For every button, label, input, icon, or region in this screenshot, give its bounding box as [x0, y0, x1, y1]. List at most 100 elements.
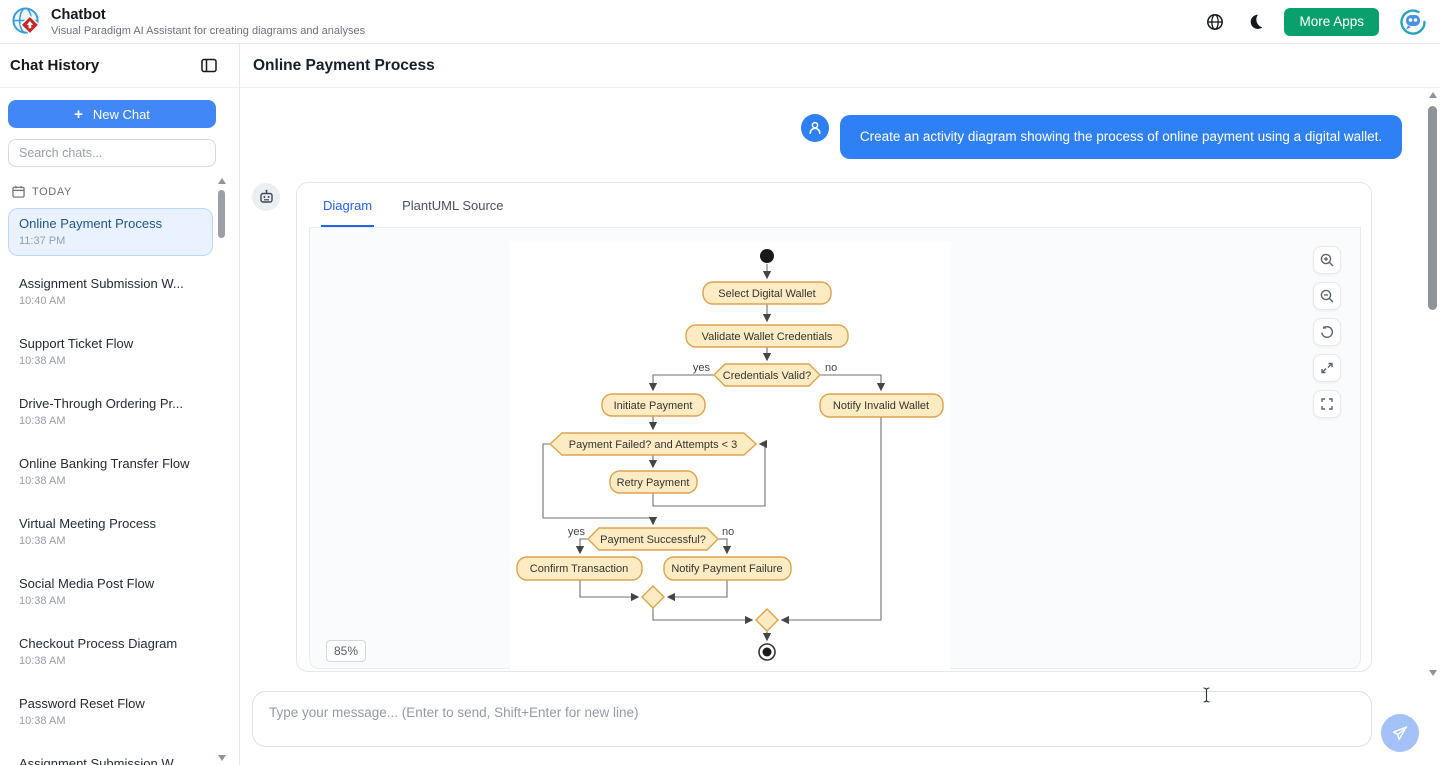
edge-no-notify-invalid: [820, 374, 886, 392]
diagram-result-card: Diagram PlantUML Source: [296, 182, 1372, 672]
edge-confirm-merge: [579, 580, 640, 602]
history-section-header: TODAY: [12, 185, 216, 198]
panel-toggle-icon: [201, 58, 217, 73]
diagram-toolbar: [1313, 246, 1341, 418]
dark-mode-button[interactable]: [1244, 11, 1266, 33]
search-chats-input[interactable]: [8, 139, 216, 167]
collapse-sidebar-button[interactable]: [201, 58, 217, 73]
chat-history-item[interactable]: Support Ticket Flow 10:38 AM: [19, 336, 134, 367]
zoom-in-button[interactable]: [1313, 246, 1341, 274]
node-label: Notify Payment Failure: [671, 563, 782, 575]
sidebar-scrollbar[interactable]: [216, 178, 228, 763]
node-label: Credentials Valid?: [723, 370, 811, 382]
chat-history-item[interactable]: Social Media Post Flow 10:38 AM: [19, 576, 155, 607]
app-title: Chatbot: [51, 6, 106, 23]
app-subtitle: Visual Paradigm AI Assistant for creatin…: [51, 24, 366, 37]
chat-messages-area: Create an activity diagram showing the p…: [240, 88, 1426, 680]
node-label: Select Digital Wallet: [718, 288, 815, 300]
edge-merge-finalmerge: [652, 608, 754, 625]
language-globe-button[interactable]: [1204, 11, 1226, 33]
reset-view-button[interactable]: [1313, 318, 1341, 346]
branch-label-yes: yes: [568, 526, 586, 538]
account-avatar[interactable]: [1397, 6, 1428, 37]
edge-yes-confirm: [575, 538, 588, 555]
sidebar-header: Chat History: [0, 44, 239, 88]
start-node: [760, 249, 774, 263]
conversation-header: Online Payment Process: [240, 44, 1440, 88]
decision-payment-failed: [548, 432, 758, 456]
calendar-icon: [12, 185, 25, 198]
chat-history-list: Online Payment Process 11:37 PM Assignme…: [8, 208, 216, 765]
sidebar-scrollbar-thumb[interactable]: [218, 190, 225, 238]
decision-credentials-valid: [713, 363, 821, 387]
activity-notify-payment-failure: [663, 556, 792, 581]
activity-validate-credentials: [685, 324, 849, 348]
tab-diagram[interactable]: Diagram: [321, 198, 375, 227]
zoom-out-button[interactable]: [1313, 282, 1341, 310]
robot-icon: [259, 189, 273, 203]
activity-diagram: Select Digital Wallet Validate Wallet Cr…: [510, 241, 950, 669]
text-cursor-pointer: [1203, 687, 1210, 703]
chat-history-item[interactable]: Assignment Submission W... 10:38 AM: [19, 756, 184, 765]
chat-history-item[interactable]: Checkout Process Diagram 10:38 AM: [19, 636, 178, 667]
fullscreen-icon: [1321, 398, 1333, 410]
merge-node: [641, 585, 665, 609]
activity-confirm-transaction: [516, 556, 643, 581]
edge-decision-successful: [542, 443, 658, 526]
bot-avatar: [252, 183, 280, 211]
visual-paradigm-logo-icon: [12, 7, 40, 35]
globe-icon: [1207, 13, 1224, 30]
edge-yes-initiate: [648, 374, 714, 392]
node-label: Payment Failed? and Attempts < 3: [569, 439, 737, 451]
main-scrollbar-thumb[interactable]: [1428, 106, 1437, 310]
node-label: Payment Successful?: [600, 534, 706, 546]
top-bar: Chatbot Visual Paradigm AI Assistant for…: [0, 0, 1440, 44]
activity-notify-invalid-wallet: [819, 393, 944, 418]
chat-history-item[interactable]: Password Reset Flow 10:38 AM: [19, 696, 145, 727]
scroll-up-icon[interactable]: [218, 178, 226, 184]
zoom-in-icon: [1320, 253, 1334, 267]
decision-payment-successful: [587, 527, 719, 551]
top-bar-actions: More Apps: [1204, 6, 1440, 37]
new-chat-label: New Chat: [92, 106, 150, 122]
chat-history-item[interactable]: Online Payment Process 11:37 PM: [8, 208, 213, 256]
plus-icon: +: [74, 105, 83, 123]
send-button[interactable]: [1381, 714, 1419, 752]
activity-retry-payment: [609, 470, 698, 494]
branch-label-no: no: [722, 526, 734, 538]
page-title: Online Payment Process: [253, 56, 435, 74]
main-scrollbar[interactable]: [1426, 88, 1440, 680]
moon-icon: [1250, 14, 1263, 29]
end-node-core: [762, 647, 772, 657]
scroll-up-icon[interactable]: [1429, 92, 1437, 98]
activity-initiate-payment: [601, 393, 706, 417]
reset-view-icon: [1321, 325, 1334, 339]
message-input[interactable]: [252, 691, 1372, 747]
expand-icon: [1321, 362, 1333, 374]
tab-plantuml-source[interactable]: PlantUML Source: [402, 198, 504, 213]
chat-history-item[interactable]: Assignment Submission W... 10:40 AM: [19, 276, 184, 307]
node-label: Confirm Transaction: [530, 563, 628, 575]
brand: Chatbot Visual Paradigm AI Assistant for…: [0, 6, 365, 37]
node-label: Initiate Payment: [614, 400, 693, 412]
chat-history-item[interactable]: Virtual Meeting Process 10:38 AM: [19, 516, 157, 547]
diagram-viewport[interactable]: Select Digital Wallet Validate Wallet Cr…: [309, 227, 1361, 669]
scroll-down-icon[interactable]: [1429, 670, 1437, 676]
final-merge-node: [755, 608, 779, 632]
person-icon: [809, 121, 821, 134]
chat-history-item[interactable]: Drive-Through Ordering Pr... 10:38 AM: [19, 396, 184, 427]
section-label: TODAY: [32, 185, 72, 198]
node-label: Retry Payment: [617, 477, 690, 489]
branch-label-yes: yes: [693, 362, 711, 374]
new-chat-button[interactable]: + New Chat: [8, 100, 216, 128]
expand-button[interactable]: [1313, 354, 1341, 382]
zoom-out-icon: [1320, 289, 1334, 303]
zoom-level-badge: 85%: [326, 640, 367, 662]
chat-history-item[interactable]: Online Banking Transfer Flow 10:38 AM: [19, 456, 190, 487]
result-tabs: Diagram PlantUML Source: [297, 183, 1371, 227]
fullscreen-button[interactable]: [1313, 390, 1341, 418]
assistant-avatar-icon: [1399, 8, 1426, 35]
more-apps-button[interactable]: More Apps: [1284, 7, 1379, 36]
scroll-down-icon[interactable]: [218, 755, 226, 761]
